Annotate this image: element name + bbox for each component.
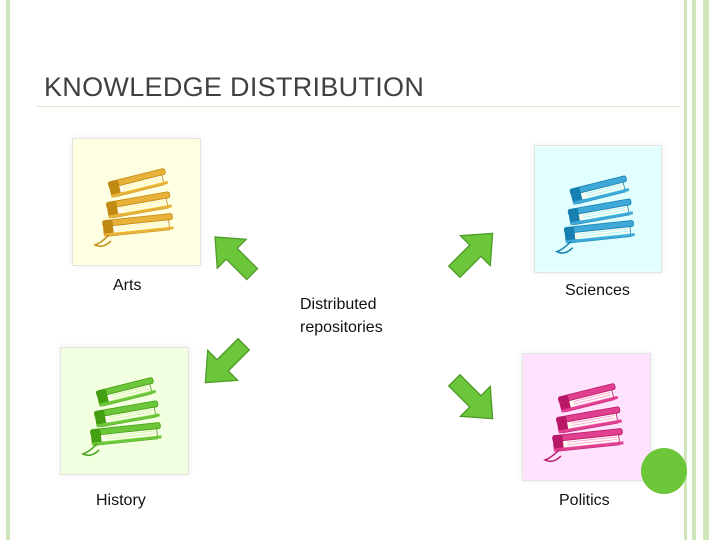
right-frame-stripe: [684, 0, 687, 540]
history-books-image: [60, 347, 189, 475]
decorative-green-circle: [641, 448, 687, 494]
title-divider: [36, 106, 680, 107]
stack-of-books-icon: [535, 146, 661, 272]
sciences-books-image: [534, 145, 662, 273]
stack-of-books-icon: [523, 354, 650, 480]
book-3: [95, 377, 157, 407]
left-frame-stripe: [6, 0, 10, 540]
book-2: [106, 191, 172, 219]
stack-of-books-icon: [61, 348, 188, 474]
book-2: [567, 198, 634, 226]
center-label-line-1: Distributed: [300, 296, 377, 313]
arts-label: Arts: [113, 277, 142, 294]
arrow-to-history-icon: [204, 337, 251, 384]
slide-title: KNOWLEDGE DISTRIBUTION: [44, 72, 425, 102]
politics-books-image: [522, 353, 651, 481]
history-label: History: [96, 492, 146, 509]
book-2: [556, 406, 622, 434]
center-label-line-2: repositories: [300, 319, 383, 336]
book-3: [107, 168, 169, 198]
arrow-to-politics-icon: [447, 373, 494, 420]
book-1: [563, 220, 635, 244]
sciences-label: Sciences: [565, 282, 630, 299]
book-2: [94, 400, 160, 428]
book-3: [557, 383, 619, 413]
right-frame-stripe: [692, 0, 696, 540]
arrow-to-sciences-icon: [447, 232, 494, 279]
book-1: [90, 422, 162, 446]
stack-of-books-icon: [73, 139, 200, 265]
book-1: [552, 428, 624, 452]
arrow-to-arts-icon: [214, 236, 259, 281]
book-1: [102, 213, 174, 237]
distributed-repositories-label: Distributed repositories: [300, 293, 383, 339]
right-frame-stripe: [703, 0, 709, 540]
politics-label: Politics: [559, 492, 610, 509]
book-3: [569, 175, 630, 205]
arts-books-image: [72, 138, 201, 266]
